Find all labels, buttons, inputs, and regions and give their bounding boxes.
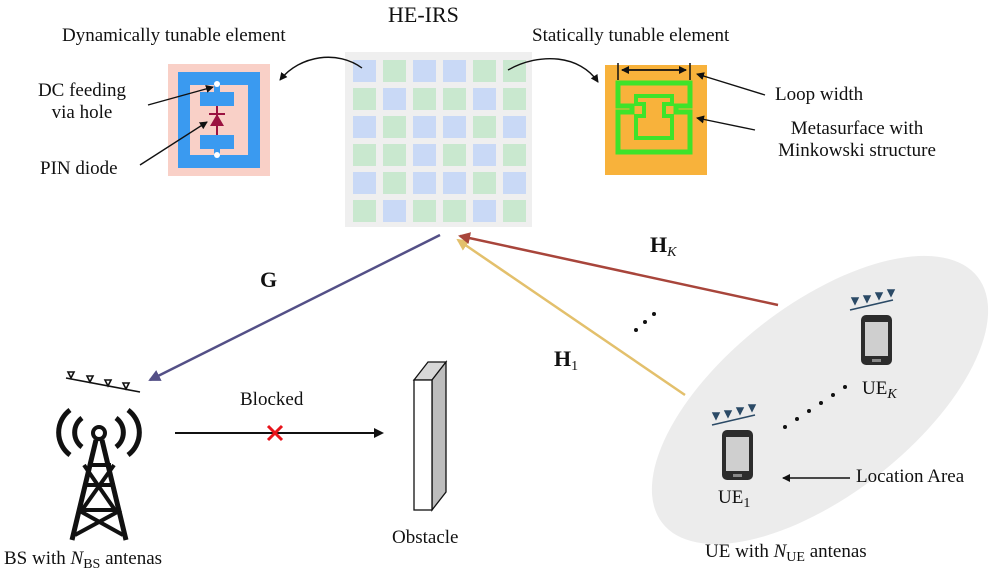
channel-dots — [634, 312, 656, 332]
ue1-subscript: 1 — [743, 496, 751, 511]
irs-cell — [473, 172, 496, 194]
ueK-label: UEK — [862, 378, 897, 403]
bs-label-N: N — [70, 548, 84, 569]
irs-cell — [383, 144, 406, 166]
static-zoom-arrow — [507, 58, 599, 83]
dynamic-zoom-arrow — [279, 56, 363, 81]
blocked-x-mark — [266, 424, 284, 442]
dc-feeding-label: DC feeding via hole — [15, 80, 149, 124]
metasurface-label: Metasurface with Minkowski structure — [752, 118, 962, 162]
irs-cell — [443, 116, 466, 138]
irs-cell — [383, 200, 406, 222]
static-element-icon — [605, 63, 707, 175]
irs-cell — [413, 88, 436, 110]
irs-cell — [473, 88, 496, 110]
irs-cell — [503, 88, 526, 110]
he-irs-panel — [345, 52, 532, 227]
ue-label-N: N — [773, 541, 787, 562]
loop-width-label: Loop width — [775, 84, 864, 105]
ueK-phone-icon — [861, 315, 892, 365]
pin-diode-label: PIN diode — [40, 158, 118, 179]
bs-label-prefix: BS with — [4, 548, 71, 569]
dc-feeding-line1: DC feeding — [37, 80, 127, 101]
irs-cell — [473, 60, 496, 82]
loop-width-pointer — [696, 72, 766, 96]
static-element-label: Statically tunable element — [532, 25, 730, 46]
irs-cell — [383, 88, 406, 110]
ueK-antenna-array — [849, 289, 896, 311]
bs-tower-icon — [56, 407, 142, 541]
obstacle-label: Obstacle — [392, 527, 459, 548]
channel-HK-symbol: H — [650, 232, 668, 257]
irs-cell — [413, 172, 436, 194]
irs-cell — [443, 88, 466, 110]
bs-label: BS with NBS antenas — [4, 548, 162, 573]
irs-cell — [383, 116, 406, 138]
irs-cell — [473, 200, 496, 222]
metasurface-pointer — [696, 115, 756, 131]
ue-label-sub: UE — [786, 550, 805, 565]
dc-feeding-pointer — [147, 85, 214, 106]
channel-H1-symbol: H — [554, 346, 572, 371]
ue1-phone-icon — [722, 430, 753, 480]
dynamic-element-label: Dynamically tunable element — [62, 25, 286, 46]
irs-cell — [443, 144, 466, 166]
channel-HK-arrow — [458, 232, 779, 307]
irs-cell — [503, 172, 526, 194]
irs-cell — [413, 200, 436, 222]
dynamic-element-icon — [168, 64, 270, 176]
irs-cell — [473, 116, 496, 138]
ue-dots — [783, 385, 847, 429]
ue-label-prefix: UE with — [705, 541, 774, 562]
blocked-label: Blocked — [240, 389, 304, 410]
irs-element-grid — [353, 60, 526, 222]
ue1-antenna-array — [711, 404, 757, 426]
irs-cell — [443, 172, 466, 194]
pin-diode-pointer — [139, 121, 208, 166]
irs-cell — [413, 60, 436, 82]
irs-cell — [503, 60, 526, 82]
metasurface-line2: Minkowski structure — [778, 139, 936, 161]
irs-cell — [383, 60, 406, 82]
metasurface-line1: Metasurface with — [790, 118, 924, 139]
channel-HK-subscript: K — [667, 245, 677, 260]
bs-label-suffix: antenas — [100, 548, 163, 569]
irs-cell — [353, 144, 376, 166]
irs-cell — [413, 144, 436, 166]
irs-cell — [503, 116, 526, 138]
irs-cell — [503, 144, 526, 166]
channel-HK-label: HK — [650, 232, 676, 261]
ueK-subscript: K — [887, 387, 897, 402]
channel-H1-label: H1 — [554, 346, 578, 375]
irs-cell — [473, 144, 496, 166]
irs-cell — [353, 88, 376, 110]
he-irs-title: HE-IRS — [388, 2, 459, 27]
irs-cell — [353, 172, 376, 194]
ue1-text: UE — [718, 487, 744, 508]
ueK-text: UE — [862, 378, 888, 399]
channel-H1-subscript: 1 — [571, 359, 579, 374]
dc-feeding-line2: via hole — [51, 101, 113, 123]
irs-cell — [443, 200, 466, 222]
bs-label-sub: BS — [83, 557, 101, 572]
location-area-label: Location Area — [856, 466, 965, 487]
irs-cell — [383, 172, 406, 194]
channel-G-label: G — [260, 267, 278, 292]
irs-cell — [353, 60, 376, 82]
irs-cell — [353, 200, 376, 222]
irs-cell — [353, 116, 376, 138]
ue-label-suffix: antenas — [804, 541, 867, 562]
obstacle-block — [412, 360, 448, 512]
ue1-label: UE1 — [718, 487, 750, 512]
irs-cell — [413, 116, 436, 138]
irs-cell — [503, 200, 526, 222]
bs-antenna-array — [65, 371, 141, 393]
channel-G-arrow — [148, 233, 441, 382]
channel-H1-arrow — [456, 238, 686, 397]
irs-cell — [443, 60, 466, 82]
ue-label: UE with NUE antenas — [705, 541, 867, 566]
